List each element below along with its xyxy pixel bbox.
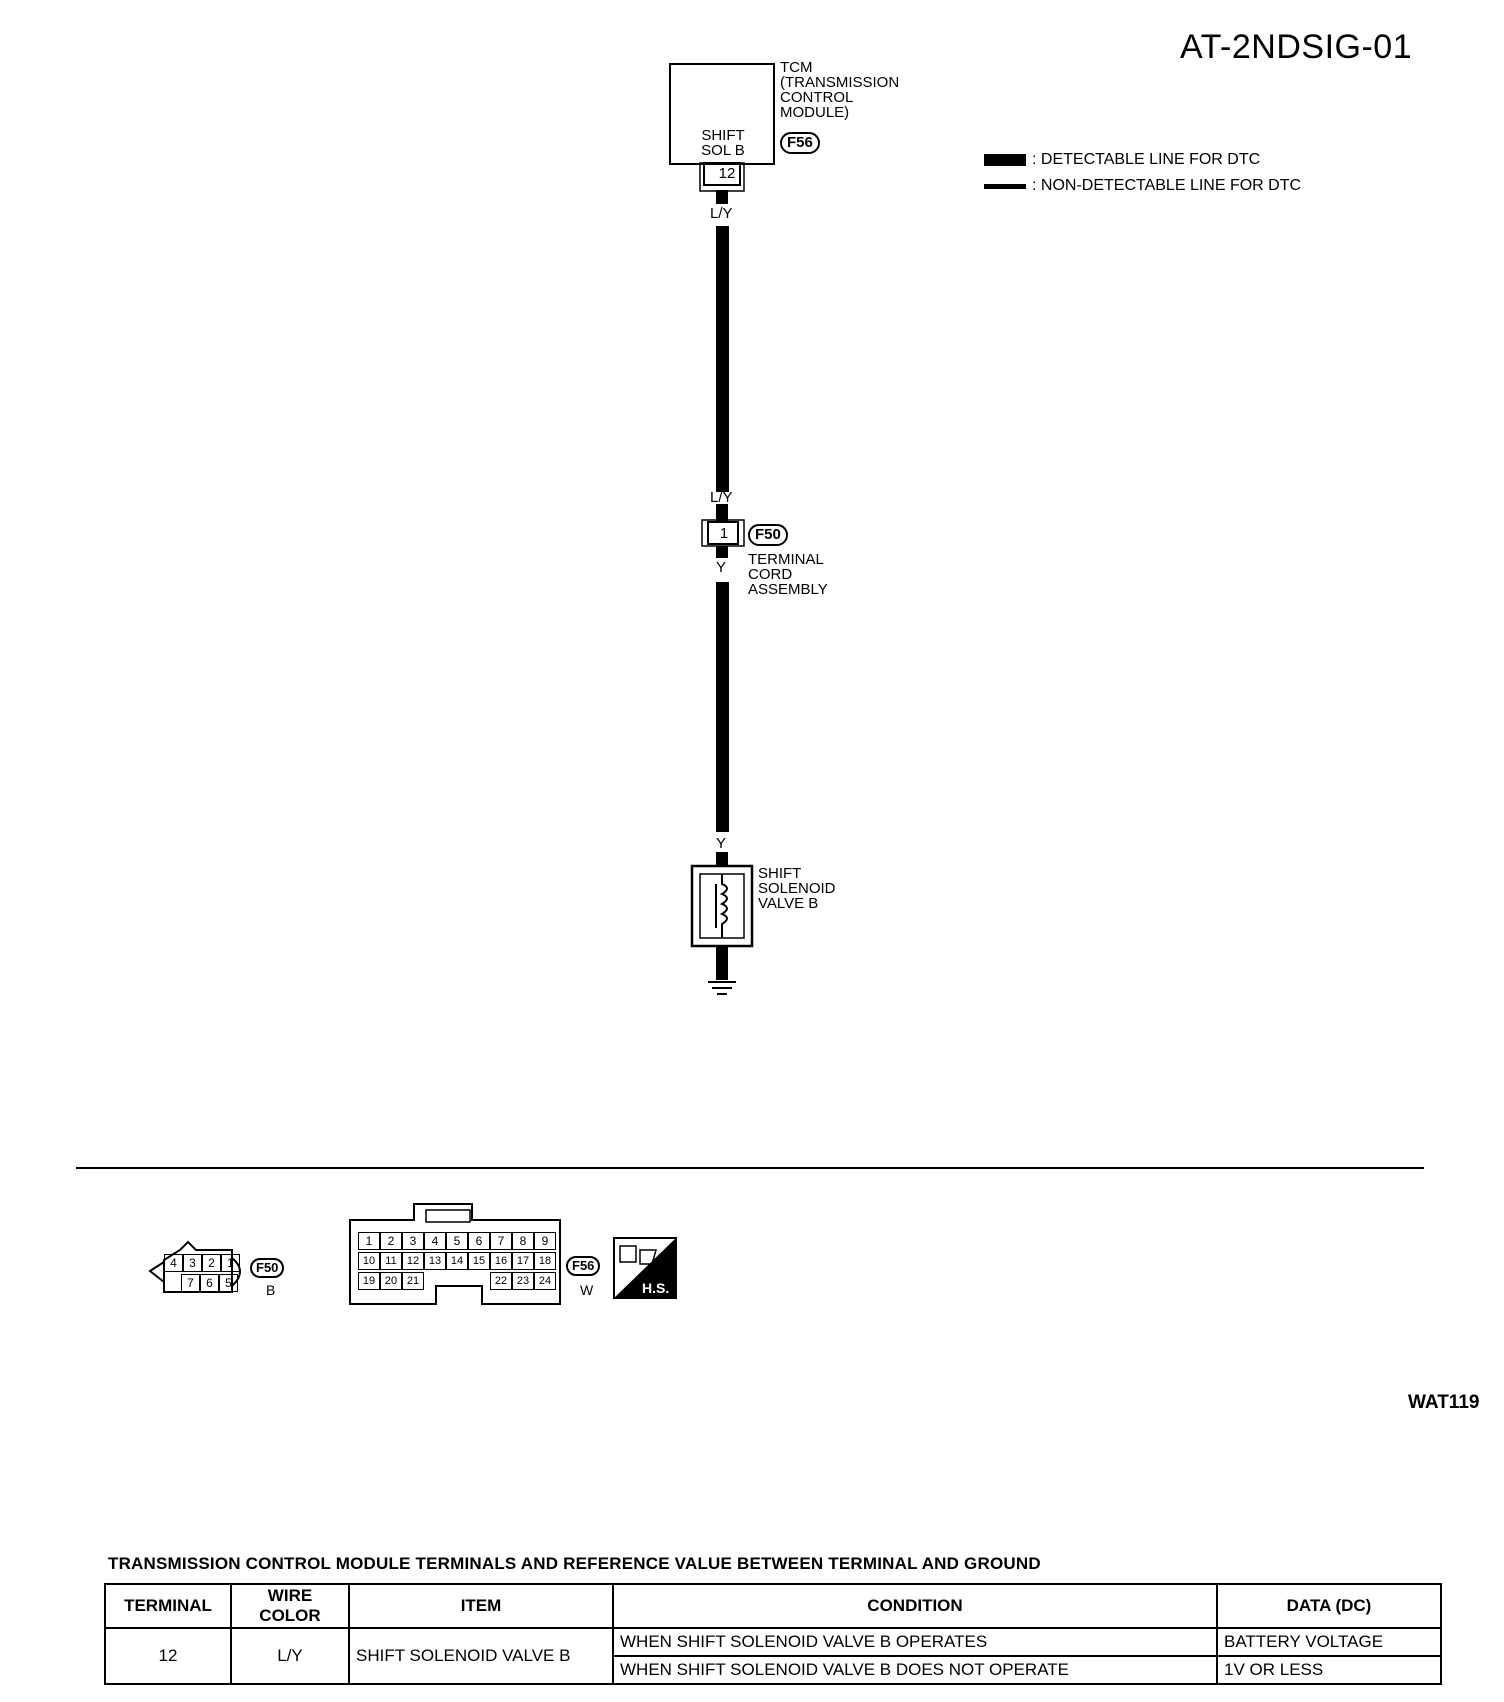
f50-pin: 2 <box>202 1254 221 1272</box>
table-header-row: TERMINAL WIRE COLOR ITEM CONDITION DATA … <box>104 1583 1442 1629</box>
tcm-terminal: 12 <box>718 165 736 182</box>
solenoid-label: SHIFT SOLENOID VALVE B <box>758 865 836 912</box>
terminal-cord-connector-id: F50 <box>748 524 788 546</box>
wire-color-lower-top: Y <box>716 559 727 576</box>
col-wire-color: WIRE COLOR <box>230 1583 350 1629</box>
connector-f56-row3-left: 19 20 21 <box>358 1272 424 1290</box>
cell-item: SHIFT SOLENOID VALVE B <box>348 1627 614 1685</box>
legend-swatch-thick <box>984 154 1026 166</box>
cell-wire-color: L/Y <box>230 1627 350 1685</box>
terminal-cord-terminal: 1 <box>719 525 729 542</box>
cell-terminal: 12 <box>104 1627 232 1685</box>
wire-upper-stub <box>716 504 728 522</box>
diagram-id: AT-2NDSIG-01 <box>1180 28 1413 66</box>
f56-pin: 2 <box>380 1232 402 1250</box>
f56-pin: 4 <box>424 1232 446 1250</box>
wire-color-upper-bottom: L/Y <box>710 489 733 506</box>
wire-color-lower-bottom: Y <box>716 835 727 852</box>
hs-badge-label: H.S. <box>642 1280 670 1296</box>
table-title: TRANSMISSION CONTROL MODULE TERMINALS AN… <box>108 1554 1041 1573</box>
wire-lower-stub <box>716 546 728 558</box>
terminal-cord-box <box>707 521 739 545</box>
connector-f50-bottom-row: 7 6 5 <box>181 1274 238 1292</box>
f56-pin: 16 <box>490 1252 512 1270</box>
f56-pin: 3 <box>402 1232 424 1250</box>
f56-pin: 9 <box>534 1232 556 1250</box>
f50-pin: 5 <box>219 1274 238 1292</box>
f56-pin: 15 <box>468 1252 490 1270</box>
f56-pin: 5 <box>446 1232 468 1250</box>
f56-pin: 10 <box>358 1252 380 1270</box>
f50-pin: 7 <box>181 1274 200 1292</box>
f56-pin: 18 <box>534 1252 556 1270</box>
f56-pin: 12 <box>402 1252 424 1270</box>
f50-pin: 4 <box>164 1254 183 1272</box>
col-item: ITEM <box>348 1583 614 1629</box>
f56-pin: 17 <box>512 1252 534 1270</box>
connector-f50-color: B <box>266 1282 276 1298</box>
f56-pin: 19 <box>358 1272 380 1290</box>
f50-pin: 1 <box>221 1254 240 1272</box>
cell-data: BATTERY VOLTAGE <box>1216 1627 1442 1657</box>
f56-pin: 11 <box>380 1252 402 1270</box>
cell-data: 1V OR LESS <box>1216 1655 1442 1685</box>
col-terminal: TERMINAL <box>104 1583 232 1629</box>
wire-lower-main <box>716 582 729 832</box>
connector-f56-row3-right: 22 23 24 <box>490 1272 556 1290</box>
wire-color-upper-top: L/Y <box>710 205 733 222</box>
connector-f56-color: W <box>580 1282 594 1298</box>
terminal-cord-label: TERMINAL CORD ASSEMBLY <box>748 551 828 598</box>
figure-code: WAT119 <box>1408 1392 1480 1413</box>
table-row: 12 L/Y SHIFT SOLENOID VALVE B WHEN SHIFT… <box>104 1627 1442 1685</box>
f56-pin: 6 <box>468 1232 490 1250</box>
f50-pin: 6 <box>200 1274 219 1292</box>
wire-lower-stub2 <box>716 852 728 866</box>
cell-condition: WHEN SHIFT SOLENOID VALVE B DOES NOT OPE… <box>612 1655 1218 1685</box>
cell-condition: WHEN SHIFT SOLENOID VALVE B OPERATES <box>612 1627 1218 1657</box>
connector-f50-id: F50 <box>250 1258 285 1278</box>
f56-pin: 21 <box>402 1272 424 1290</box>
terminal-table: TERMINAL WIRE COLOR ITEM CONDITION DATA … <box>104 1583 1442 1685</box>
f56-pin: 7 <box>490 1232 512 1250</box>
f56-pin: 1 <box>358 1232 380 1250</box>
f56-pin: 22 <box>490 1272 512 1290</box>
wire-upper-main <box>716 226 729 492</box>
tcm-label: TCM (TRANSMISSION CONTROL MODULE) <box>780 59 900 121</box>
col-data: DATA (DC) <box>1216 1583 1442 1629</box>
legend-detectable: : DETECTABLE LINE FOR DTC <box>1032 151 1261 168</box>
tcm-connector-id: F56 <box>780 132 820 154</box>
connector-f56-row2: 10 11 12 13 14 15 16 17 18 <box>358 1252 556 1270</box>
legend-non-detectable: : NON-DETECTABLE LINE FOR DTC <box>1032 177 1302 194</box>
tcm-pin-name: SHIFT SOL B <box>701 127 745 159</box>
connector-f50-top-row: 4 3 2 1 <box>164 1254 240 1272</box>
f56-pin: 24 <box>534 1272 556 1290</box>
f56-pin: 8 <box>512 1232 534 1250</box>
table-row: WHEN SHIFT SOLENOID VALVE B DOES NOT OPE… <box>105 1655 1442 1685</box>
wire-ground <box>716 946 728 980</box>
col-condition: CONDITION <box>612 1583 1218 1629</box>
wire-upper <box>716 190 728 204</box>
f50-pin: 3 <box>183 1254 202 1272</box>
f56-pin: 23 <box>512 1272 534 1290</box>
f56-pin: 13 <box>424 1252 446 1270</box>
solenoid-coil <box>719 874 728 938</box>
connector-f50-outline <box>163 1240 233 1293</box>
connector-f56-id: F56 <box>566 1256 601 1276</box>
f56-pin: 20 <box>380 1272 402 1290</box>
connector-f56-outline <box>349 1203 561 1305</box>
f56-pin: 14 <box>446 1252 468 1270</box>
legend-swatch-thin <box>984 184 1026 189</box>
connector-f56-row1: 1 2 3 4 5 6 7 8 9 <box>358 1232 556 1250</box>
